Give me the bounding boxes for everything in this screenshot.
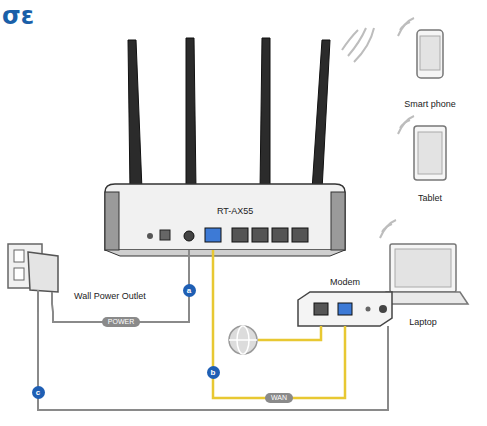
modem-body [298, 292, 392, 326]
modem-box: Modem [295, 292, 395, 326]
tablet-icon [414, 126, 446, 180]
outlet-box: Wall Power Outlet [8, 240, 158, 312]
callout-letter: b [207, 366, 220, 379]
node-label: Laptop [370, 318, 476, 328]
node-label: Wall Power Outlet [74, 292, 146, 302]
router-body [105, 184, 345, 256]
callout-letter: c [32, 386, 45, 399]
wall-outlet [8, 244, 58, 312]
wifi-signal [342, 18, 414, 238]
power-cable [53, 250, 189, 322]
phone-icon [417, 30, 443, 78]
cable-tag: POWER [102, 317, 140, 327]
device-box: Laptop [370, 232, 476, 332]
router-box: RT-AX55 [105, 185, 345, 250]
wan-cable [213, 250, 345, 398]
node-label: Smart phone [392, 100, 468, 110]
cable-tag: WAN [265, 393, 293, 403]
callout-letter: a [183, 284, 196, 297]
node-label: RT-AX55 [217, 207, 253, 217]
power-cable [38, 312, 388, 410]
heading: σε [2, 2, 34, 30]
antennas [128, 38, 330, 190]
device-box: Smart phone [392, 22, 468, 112]
node-label: Tablet [392, 194, 468, 204]
internet-globe [229, 326, 321, 354]
device-box: Tablet [392, 118, 468, 206]
node-label: Modem [295, 278, 395, 288]
